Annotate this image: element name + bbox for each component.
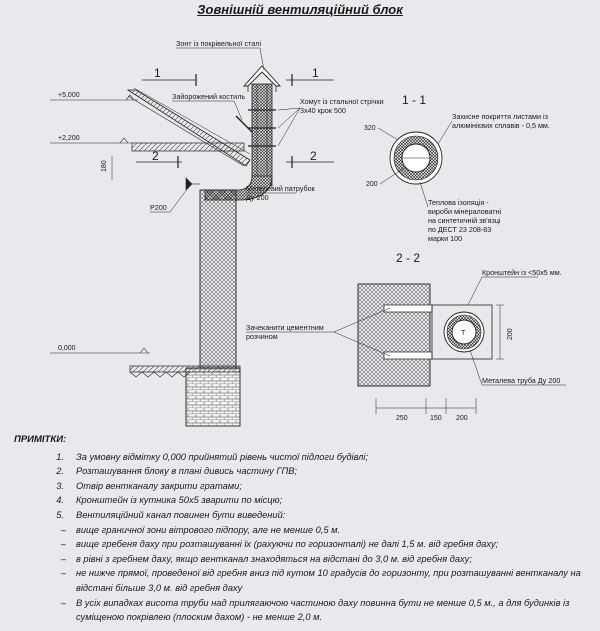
svg-text:на синтетичній зв'язці: на синтетичній зв'язці (428, 216, 501, 225)
cover-label-2: алюмінієвих сплавів - 0,5 мм. (452, 121, 550, 130)
dim-320: 320 (364, 125, 376, 132)
grille-label: Р200 (150, 203, 167, 212)
section-2-2-view: 2 - 2 T Зачеканити цементним розчином Кр… (246, 251, 566, 422)
svg-text:по ДЕСТ 23 208-83: по ДЕСТ 23 208-83 (428, 225, 491, 234)
section-2-2-title: 2 - 2 (396, 251, 420, 265)
note-item: 1.За умовну відмітку 0,000 прийнятий рів… (56, 451, 369, 462)
dim-180: 180 (101, 160, 108, 172)
svg-text:2: 2 (152, 149, 159, 163)
roof-slab (131, 142, 245, 152)
grille-mark (185, 177, 193, 191)
nozzle-label-2: Ду 200 (246, 193, 269, 202)
section-2-marker: 2 2 (136, 149, 334, 168)
masonry-block (199, 189, 237, 369)
note-subitem: –не нижче прямої, проведеної від гребня … (60, 568, 581, 593)
note-item: 2.Розташування блоку в плані дивись част… (56, 466, 297, 477)
note-subitem: –В усіх випадках висота труби над приляг… (60, 597, 570, 623)
bracket-label: Кронштейн із <50х5 мм. (482, 268, 562, 277)
title-text: Зовнішній вентиляційний блок (197, 2, 403, 17)
level-2200-text: +2,200 (58, 135, 80, 142)
umbrella-label: Зонт із покрівельної сталі (176, 39, 262, 48)
section-1-marker: 1 1 (142, 66, 334, 86)
notes-section: ПРИМІТКИ: 1.За умовну відмітку 0,000 при… (14, 433, 594, 625)
svg-text:1: 1 (154, 66, 161, 80)
level-mark-5000: +5,000 (50, 92, 138, 101)
umbrella-cap (242, 65, 282, 87)
foundation-wall (185, 367, 241, 427)
dim-250: 250 (396, 415, 408, 422)
svg-text:марки 100: марки 100 (428, 234, 462, 243)
note-item: 4.Кронштейн із кутника 50х5 зварити по м… (56, 495, 283, 506)
level-5000-text: +5,000 (58, 92, 80, 99)
mortar-label-2: розчином (246, 332, 278, 341)
pipe-center-mark: T (461, 330, 466, 337)
drawing-title: Зовнішній вентиляційний блок (0, 2, 600, 17)
nozzle-label: Метелевий патрубок (246, 184, 316, 193)
dim-200-horizontal: 200 (456, 415, 468, 422)
svg-text:2: 2 (310, 149, 317, 163)
section-1-1-view: 1 - 1 320 200 Захисне покриття листами і… (364, 93, 550, 243)
insulation-label: Теплова ізоляція - (428, 198, 489, 207)
notes-heading: ПРИМІТКИ: (14, 434, 67, 445)
strut (235, 115, 253, 133)
note-item: 3.Отвір вентканалу закрити гратами; (56, 480, 242, 491)
vent-pipe (204, 83, 276, 201)
dim-200: 200 (366, 181, 378, 188)
clamp-label: Хомут із стальної стрічки (300, 97, 384, 106)
floor-slab (129, 365, 241, 373)
svg-text:1: 1 (312, 66, 319, 80)
svg-text:вироби мінераловатні: вироби мінераловатні (428, 207, 502, 216)
level-mark-2200: +2,200 (50, 135, 132, 144)
note-subitem: –вище гребеня даху при розташуванні їх (… (60, 539, 499, 550)
elevation-view: +5,000 +2,200 0,000 (50, 39, 384, 427)
dim-200-vertical: 200 (507, 328, 514, 340)
mortar-label: Зачеканити цементним (246, 323, 324, 332)
level-mark-0000: 0,000 (50, 345, 150, 354)
clamp-label-2: 3х40 крок 500 (300, 106, 346, 115)
dim-150: 150 (430, 415, 442, 422)
note-subitem: –в рівні з гребнем даху, якщо вентканал … (60, 553, 472, 564)
note-subitem: –вище граничної зони вітрового підпору, … (60, 524, 341, 535)
technical-drawing: +5,000 +2,200 0,000 (50, 39, 566, 427)
pipe-label: Металева труба Ду 200 (482, 376, 560, 385)
section-1-1-title: 1 - 1 (402, 93, 426, 107)
strut-label: Зайорожений костиль (172, 92, 245, 101)
cover-label: Захисне покриття листами із (452, 112, 549, 121)
note-item: 5.Вентиляційний канал повинен бути вивед… (56, 509, 286, 520)
level-0000-text: 0,000 (58, 345, 76, 352)
